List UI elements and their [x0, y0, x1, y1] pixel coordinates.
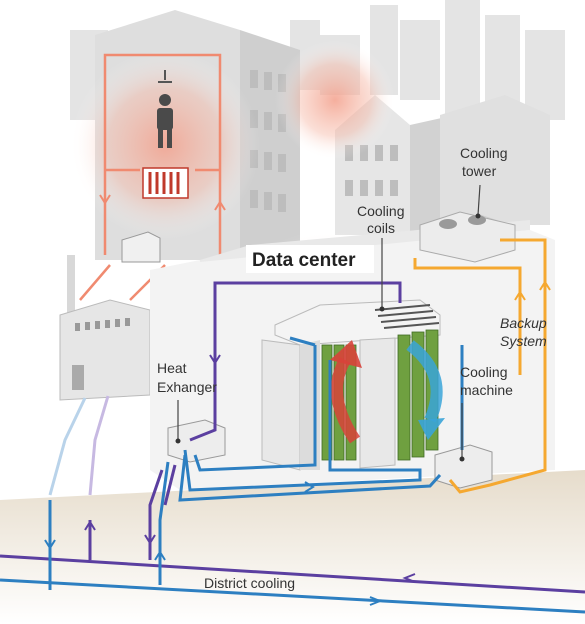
cooling-coils-label-1: Cooling — [357, 203, 404, 219]
cooling-tower-label-1: Cooling — [460, 145, 507, 161]
backup-system-label-1: Backup — [500, 315, 547, 331]
heating-flow-arrows — [99, 194, 226, 211]
building-right — [440, 95, 550, 225]
cooling-tower-unit — [419, 211, 516, 263]
radiator-icon — [142, 167, 189, 199]
heat-exchanger-label-2: Exhanger — [157, 379, 217, 395]
shower-icon — [158, 70, 172, 83]
cold-air-arrow — [406, 340, 443, 423]
factory-pipes — [48, 395, 110, 496]
cooling-coils-label-2: coils — [367, 220, 395, 236]
heat-glow-middle — [275, 40, 395, 160]
person-icon — [157, 94, 173, 148]
apartment-heat-exchanger — [121, 231, 161, 263]
data-center-label: Data center — [252, 250, 356, 271]
cooling-machine-label-2: machine — [460, 382, 513, 398]
label-leader-dots — [175, 213, 481, 462]
server-structure — [261, 299, 441, 471]
orange-backup-pipe — [413, 238, 547, 494]
ground — [0, 470, 585, 624]
heat-glow-left — [70, 50, 260, 240]
cooling-machine-label-1: Cooling — [460, 364, 507, 380]
hot-air-arrow — [331, 357, 361, 444]
district-cooling-label: District cooling — [204, 575, 295, 591]
heat-exchanger-label-1: Heat — [157, 360, 187, 376]
blue-pipe — [0, 336, 585, 614]
backup-system-label-2: System — [500, 333, 547, 349]
cooling-tower-label-2: tower — [462, 163, 497, 179]
cold-air-arrowhead — [418, 418, 445, 440]
factory-building — [59, 255, 151, 401]
pipe-flow-arrows — [44, 280, 551, 606]
hot-air-arrowhead — [330, 340, 362, 368]
data-center-label-bg — [246, 245, 374, 273]
label-leaders — [177, 184, 481, 458]
